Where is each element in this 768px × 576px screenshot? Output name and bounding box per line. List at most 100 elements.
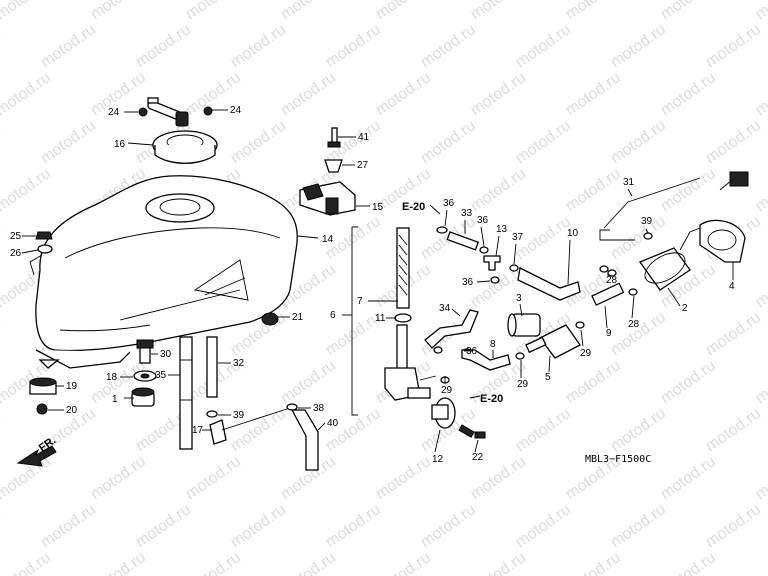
callout-label-10: 10	[567, 228, 579, 239]
callout-label-8: 8	[490, 339, 496, 350]
callout-label-12: 12	[432, 454, 444, 465]
cross-reference-arrow	[469, 395, 481, 399]
callout-label-29: 29	[441, 385, 453, 396]
leader-line-9	[604, 305, 608, 329]
leader-line-14	[297, 235, 319, 239]
watermark-text: motod.ru	[563, 549, 624, 576]
callout-label-27: 27	[357, 160, 369, 171]
callout-label-21: 21	[292, 312, 304, 323]
watermark-text: motod.ru	[563, 357, 624, 407]
watermark-text: motod.ru	[323, 21, 384, 71]
watermark-text: motod.ru	[228, 21, 289, 71]
callout-label-22: 22	[472, 452, 484, 463]
watermark-text: motod.ru	[513, 501, 574, 551]
callout-label-28: 28	[628, 319, 640, 330]
leader-line-2	[667, 287, 681, 307]
cross-reference-e20: E-20	[402, 201, 425, 213]
callout-label-36: 36	[443, 198, 455, 209]
fuel-valve-assembly	[351, 226, 486, 439]
callout-label-40: 40	[327, 418, 339, 429]
watermark-text: motod.ru	[0, 165, 54, 215]
watermark-text: motod.ru	[753, 261, 768, 311]
watermark-text: motod.ru	[183, 549, 244, 576]
leader-line-5	[548, 355, 551, 373]
front-direction-marker	[16, 445, 57, 467]
watermark-text: motod.ru	[513, 405, 574, 455]
leader-line-16	[127, 142, 154, 146]
watermark-text: motod.ru	[323, 501, 384, 551]
callout-label-11: 11	[375, 313, 386, 324]
leader-line-36	[444, 209, 448, 227]
watermark-text: motod.ru	[228, 501, 289, 551]
watermark-text: motod.ru	[658, 357, 719, 407]
watermark-text: motod.ru	[228, 117, 289, 167]
callout-label-3: 3	[516, 293, 522, 304]
watermark-text: motod.ru	[0, 0, 54, 23]
callout-label-4: 4	[729, 281, 735, 292]
watermark-text: motod.ru	[468, 69, 529, 119]
left-small-parts	[29, 231, 319, 471]
fuel-filter-and-pump	[507, 171, 749, 359]
callout-label-36: 36	[462, 277, 474, 288]
watermark-text: motod.ru	[183, 453, 244, 503]
callout-label-2: 2	[682, 303, 688, 314]
watermark-text: motod.ru	[563, 0, 624, 23]
callout-label-36: 36	[466, 346, 478, 357]
watermark-text: motod.ru	[513, 21, 574, 71]
callout-label-26: 26	[10, 248, 22, 259]
callout-label-15: 15	[372, 202, 384, 213]
watermark-text: motod.ru	[703, 501, 764, 551]
callout-label-6: 6	[330, 310, 336, 321]
watermark-text: motod.ru	[0, 549, 54, 576]
callout-label-34: 34	[439, 303, 451, 314]
callout-label-39: 39	[641, 216, 653, 227]
watermark-text: motod.ru	[753, 165, 768, 215]
callout-label-29: 29	[580, 348, 592, 359]
watermark-text: motod.ru	[38, 21, 99, 71]
watermark-text: motod.ru	[418, 117, 479, 167]
leader-line-40	[317, 422, 326, 431]
watermark-text: motod.ru	[658, 549, 719, 576]
callout-label-1: 1	[112, 394, 118, 405]
watermark-text: motod.ru	[0, 501, 4, 551]
watermark-text: motod.ru	[658, 453, 719, 503]
callout-label-19: 19	[66, 381, 78, 392]
callout-label-39: 39	[233, 410, 245, 421]
watermark-text: motod.ru	[753, 357, 768, 407]
watermark-text: motod.ru	[703, 405, 764, 455]
watermark-text: motod.ru	[753, 69, 768, 119]
leader-line-13	[495, 235, 500, 257]
callout-label-37: 37	[512, 232, 524, 243]
callout-label-25: 25	[10, 231, 22, 242]
watermark-text: motod.ru	[608, 501, 669, 551]
watermark-text: motod.ru	[0, 69, 54, 119]
watermark-text: motod.ru	[88, 549, 149, 576]
watermark-text: motod.ru	[133, 501, 194, 551]
callout-label-32: 32	[233, 358, 245, 369]
callout-label-16: 16	[114, 139, 126, 150]
watermark-text: motod.ru	[563, 165, 624, 215]
leader-line-36	[476, 280, 491, 283]
callout-label-35: 35	[155, 370, 167, 381]
watermark-text: motod.ru	[658, 165, 719, 215]
watermark-text: motod.ru	[468, 165, 529, 215]
watermark-text: motod.ru	[418, 21, 479, 71]
watermark-text: motod.ru	[373, 69, 434, 119]
watermark-text: motod.ru	[753, 453, 768, 503]
watermark-text: motod.ru	[608, 21, 669, 71]
callout-label-38: 38	[313, 403, 325, 414]
callout-label-41: 41	[358, 132, 370, 143]
callout-label-24: 24	[108, 107, 120, 118]
watermark-text: motod.ru	[38, 117, 99, 167]
watermark-text: motod.ru	[38, 501, 99, 551]
callout-label-24: 24	[230, 105, 242, 116]
mounting-bracket	[299, 127, 356, 216]
leader-line-39	[645, 228, 649, 234]
watermark-text: motod.ru	[0, 117, 4, 167]
watermark-text: motod.ru	[373, 453, 434, 503]
watermark-text: motod.ru	[278, 69, 339, 119]
callout-label-18: 18	[106, 372, 118, 383]
callout-label-36: 36	[477, 215, 489, 226]
leader-line-3	[519, 303, 523, 317]
